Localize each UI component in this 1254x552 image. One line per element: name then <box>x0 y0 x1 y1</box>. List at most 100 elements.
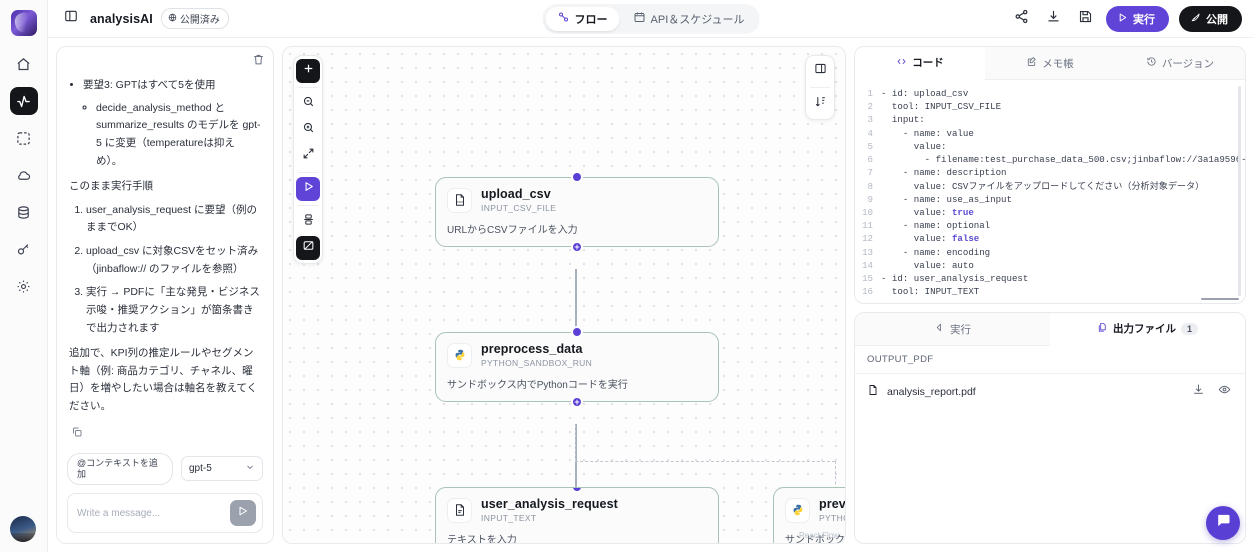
sidebar-toggle-button[interactable] <box>60 8 82 30</box>
sidebar-item-cloud[interactable] <box>10 161 38 189</box>
code-line-text: value: <box>881 140 947 152</box>
message-input[interactable] <box>77 501 224 525</box>
node-upload-csv[interactable]: csv upload_csv INPUT_CSV_FILE URLからCSVファ… <box>435 171 719 253</box>
composer-options: @コンテキストを追加 gpt-5 <box>67 452 263 485</box>
node-output-port[interactable] <box>571 396 583 408</box>
tab-output-files[interactable]: 出力ファイル 1 <box>1050 313 1245 346</box>
sidebar-item-activity[interactable] <box>9 87 38 115</box>
app-logo[interactable] <box>10 10 37 36</box>
sort-icon <box>814 95 827 113</box>
sidebar-item-keys[interactable] <box>10 235 38 263</box>
code-line: 15- id: user_analysis_request <box>855 272 1245 285</box>
publish-button[interactable]: 公開 <box>1179 5 1242 32</box>
code-line-number: 16 <box>862 286 873 298</box>
code-line-text: - id: user_analysis_request <box>881 273 1029 285</box>
gear-icon <box>16 279 31 294</box>
output-file-row[interactable]: analysis_report.pdf <box>855 374 1245 410</box>
file-icon <box>867 383 879 401</box>
code-hscrollbar[interactable] <box>1201 297 1239 300</box>
sidebar-item-canvas[interactable] <box>10 124 38 152</box>
tab-execution[interactable]: 実行 <box>855 313 1050 345</box>
run-flow-button[interactable] <box>296 177 320 201</box>
assistant-bullet-list: 要望3: GPTはすべて5を使用 decide_analysis_method … <box>83 77 261 170</box>
node-input-port[interactable] <box>571 326 583 338</box>
tab-versions[interactable]: バージョン <box>1115 47 1245 79</box>
sidebar-item-database[interactable] <box>10 198 38 226</box>
model-select[interactable]: gpt-5 <box>181 456 263 482</box>
output-section-header: OUTPUT_PDF <box>855 346 1245 374</box>
code-line-number: 12 <box>862 233 873 245</box>
code-scrollbar[interactable] <box>1238 86 1241 296</box>
node-input-port[interactable] <box>571 488 583 493</box>
sidebar-item-settings[interactable] <box>10 272 38 300</box>
save-button[interactable] <box>1074 8 1096 30</box>
code-line: 6 - filename:test_purchase_data_500.csv;… <box>855 153 1245 166</box>
send-icon <box>237 504 249 522</box>
run-button[interactable]: 実行 <box>1106 5 1169 32</box>
code-line-number: 13 <box>862 246 873 258</box>
node-output-port[interactable] <box>571 241 583 253</box>
zoom-in-button[interactable] <box>296 118 320 142</box>
add-context-button[interactable]: @コンテキストを追加 <box>67 452 173 485</box>
add-node-button[interactable] <box>296 59 320 83</box>
edge-preprocess-to-request <box>575 424 577 514</box>
steps-heading: このまま実行手順 <box>69 180 153 193</box>
tab-code[interactable]: コード <box>855 47 985 80</box>
fit-view-button[interactable] <box>296 144 320 168</box>
download-file-button[interactable] <box>1189 383 1207 401</box>
text-input-icon <box>447 497 472 523</box>
tab-api-schedule[interactable]: API＆スケジュール <box>622 7 757 31</box>
code-line: 14 value: auto <box>855 259 1245 272</box>
node-name: previ <box>819 497 846 511</box>
status-badge[interactable]: 公開済み <box>160 8 229 29</box>
view-tabs: フロー API＆スケジュール <box>542 3 760 34</box>
flow-canvas[interactable]: csv upload_csv INPUT_CSV_FILE URLからCSVファ… <box>282 46 846 544</box>
code-line-number: 7 <box>867 167 873 179</box>
code-line-text: - name: optional <box>881 220 991 232</box>
code-line-text: value: CSVファイルをアップロードしてください（分析対象データ） <box>881 180 1205 192</box>
share-button[interactable] <box>1010 8 1032 30</box>
node-header: user_analysis_request INPUT_TEXT <box>447 497 707 523</box>
auto-layout-button[interactable] <box>296 210 320 234</box>
history-icon <box>1146 56 1157 70</box>
download-button[interactable] <box>1042 8 1064 30</box>
send-button[interactable] <box>230 500 256 526</box>
zoom-in-icon <box>302 121 315 139</box>
node-preprocess-data[interactable]: preprocess_data PYTHON_SANDBOX_RUN サンドボッ… <box>435 326 719 408</box>
database-icon <box>16 205 31 220</box>
chat-bubble-button[interactable] <box>1206 506 1240 540</box>
panel-layout-button[interactable] <box>808 59 832 83</box>
node-description: サンドボックス内でPythonコードを実行 <box>447 380 628 391</box>
chat-panel: 要望3: GPTはすべて5を使用 decide_analysis_method … <box>56 46 274 544</box>
layout-icon <box>302 213 315 231</box>
copy-message-button[interactable] <box>69 422 261 445</box>
avatar[interactable] <box>10 516 36 542</box>
node-user-analysis-request[interactable]: user_analysis_request INPUT_TEXT テキストを入力 <box>435 487 719 543</box>
code-line-number: 9 <box>867 193 873 205</box>
chat-toolbar <box>57 47 273 71</box>
node-preview[interactable]: previ PYTHO サンドボックス内で <box>773 487 846 544</box>
sidebar-item-home[interactable] <box>10 50 38 78</box>
node-input-port[interactable] <box>571 171 583 183</box>
node-description: サンドボックス内で <box>785 535 845 544</box>
tab-api-schedule-label: API＆スケジュール <box>650 13 745 26</box>
play-icon <box>302 180 315 198</box>
list-item: 実行 → PDFに「主な発見・ビジネス示唆・推奨アクション」が箇条書きで出力され… <box>86 284 261 337</box>
hide-minimap-button[interactable] <box>296 236 320 260</box>
tab-flow[interactable]: フロー <box>545 6 620 31</box>
code-line: 16 tool: INPUT_TEXT <box>855 285 1245 298</box>
tab-execution-label: 実行 <box>950 323 971 336</box>
code-line-text: - name: value <box>881 127 974 139</box>
code-line-number: 11 <box>862 220 873 232</box>
zoom-out-button[interactable] <box>296 92 320 116</box>
run-button-label: 実行 <box>1133 13 1155 26</box>
code-line-text: value: true <box>881 206 974 218</box>
preview-file-button[interactable] <box>1215 383 1233 401</box>
trash-icon[interactable] <box>252 53 265 71</box>
assistant-sub-list: decide_analysis_method と summarize_resul… <box>96 100 261 171</box>
code-line: 11 - name: optional <box>855 219 1245 232</box>
tab-notes[interactable]: メモ帳 <box>985 47 1115 79</box>
sort-button[interactable] <box>808 92 832 116</box>
download-icon <box>1192 383 1205 401</box>
